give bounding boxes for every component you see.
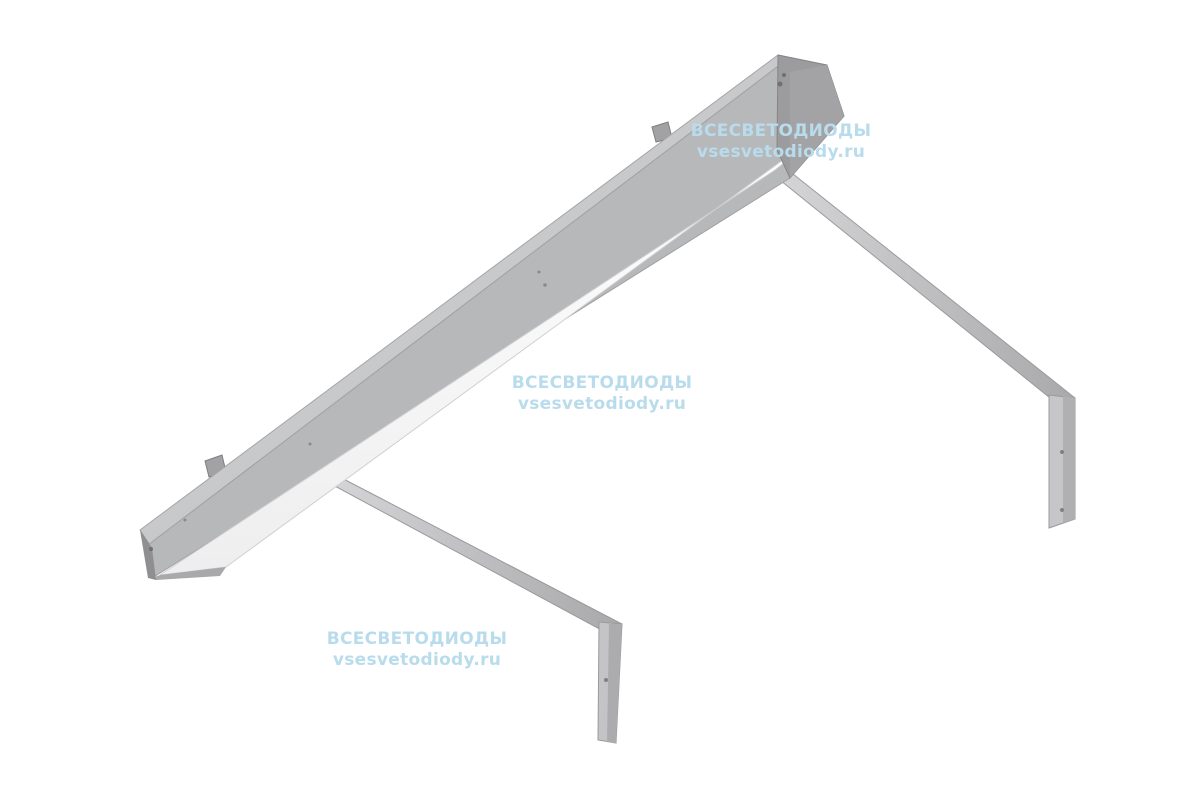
- watermark-brand: ВСЕСВЕТОДИОДЫ: [690, 121, 872, 141]
- watermark-url: vsesvetodiody.ru: [696, 142, 866, 162]
- watermark-brand: ВСЕСВЕТОДИОДЫ: [326, 629, 508, 649]
- watermark-bottom: ВСЕСВЕТОДИОДЫ vsesvetodiody.ru: [312, 629, 522, 671]
- luminaire-housing: [139, 54, 845, 580]
- watermark-url: vsesvetodiody.ru: [332, 650, 502, 670]
- watermark-brand: ВСЕСВЕТОДИОДЫ: [511, 373, 693, 393]
- end-cap-near: [140, 530, 156, 580]
- watermark-middle: ВСЕСВЕТОДИОДЫ vsesvetodiody.ru: [497, 373, 707, 415]
- right-bracket: [768, 169, 1076, 529]
- watermark-url: vsesvetodiody.ru: [517, 394, 687, 414]
- left-bracket: [318, 473, 624, 744]
- watermark-top: ВСЕСВЕТОДИОДЫ vsesvetodiody.ru: [676, 121, 886, 163]
